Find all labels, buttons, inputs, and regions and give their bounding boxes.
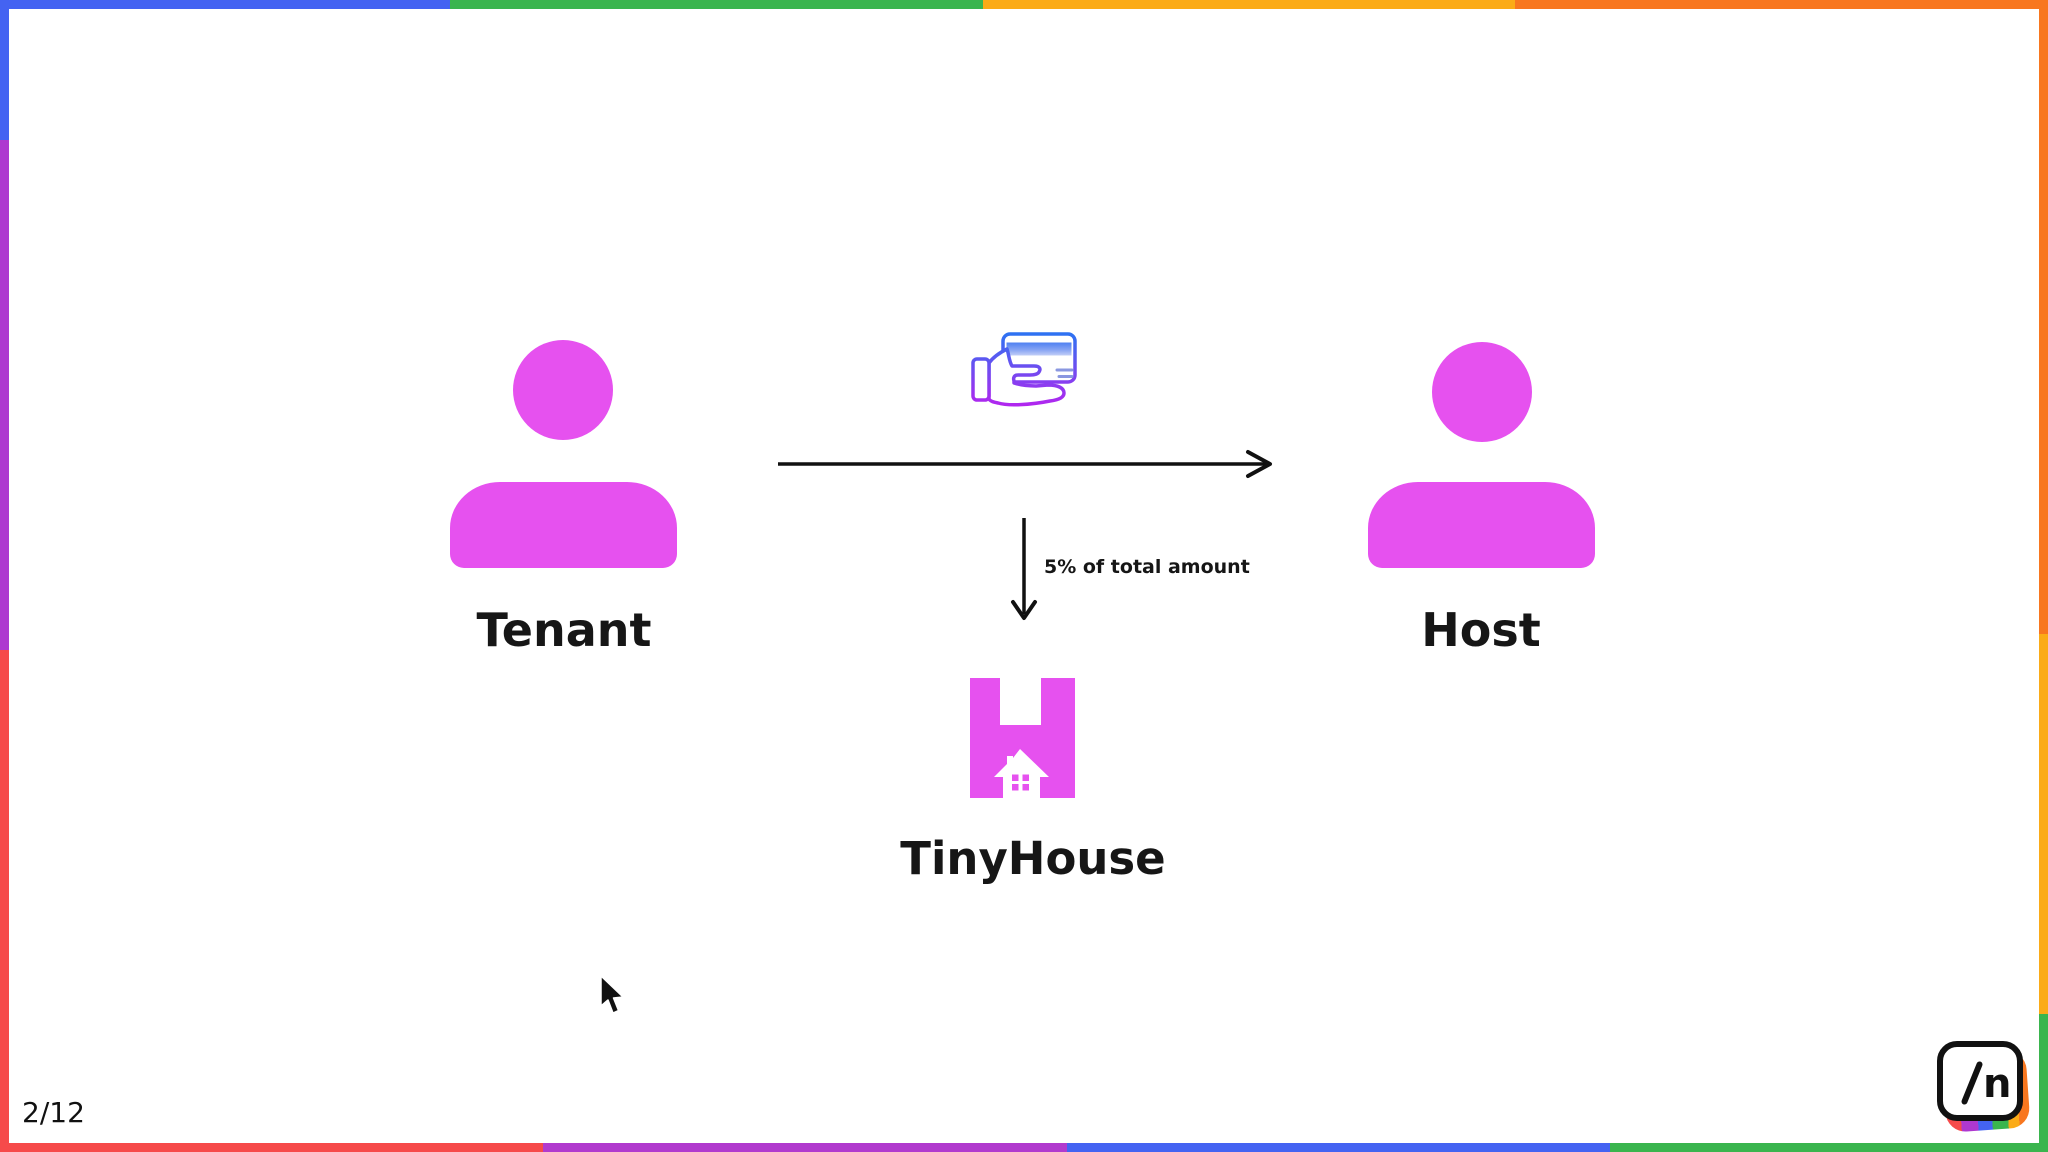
border-left-purple <box>0 140 9 650</box>
newline-logo-n: n <box>1983 1061 2012 1107</box>
arrow-down <box>1011 518 1037 620</box>
border-right-orange <box>2039 0 2048 634</box>
border-bottom-red <box>0 1143 543 1152</box>
platform-label: TinyHouse <box>900 832 1166 885</box>
border-right-amber <box>2039 634 2048 1014</box>
page-indicator: 2/12 <box>22 1096 85 1129</box>
hand-holding-credit-card-icon <box>971 332 1077 407</box>
border-top-green <box>450 0 983 9</box>
border-top-blue <box>0 0 450 9</box>
host-label: Host <box>1421 603 1541 657</box>
border-bottom-green <box>1610 1143 2048 1152</box>
mouse-cursor-icon <box>600 975 624 1014</box>
border-bottom-purple <box>543 1143 1067 1152</box>
tenant-label: Tenant <box>476 603 652 657</box>
arrow-right <box>778 450 1272 478</box>
border-left-red <box>0 650 9 1152</box>
border-left-blue <box>0 0 9 140</box>
backslash-glyph <box>1960 1060 1984 1106</box>
border-bottom-blue <box>1067 1143 1610 1152</box>
border-top-orange <box>1515 0 2048 9</box>
host-body <box>1368 482 1595 568</box>
newline-logo[interactable]: n <box>1937 1041 2031 1133</box>
fee-label: 5% of total amount <box>1044 556 1250 578</box>
host-head <box>1432 342 1532 442</box>
border-top-amber <box>983 0 1515 9</box>
newline-logo-box: n <box>1937 1041 2023 1121</box>
border-right-green <box>2039 1014 2048 1152</box>
tenant-head <box>513 340 613 440</box>
tinyhouse-h-house-logo <box>970 678 1075 798</box>
tenant-body <box>450 482 677 568</box>
